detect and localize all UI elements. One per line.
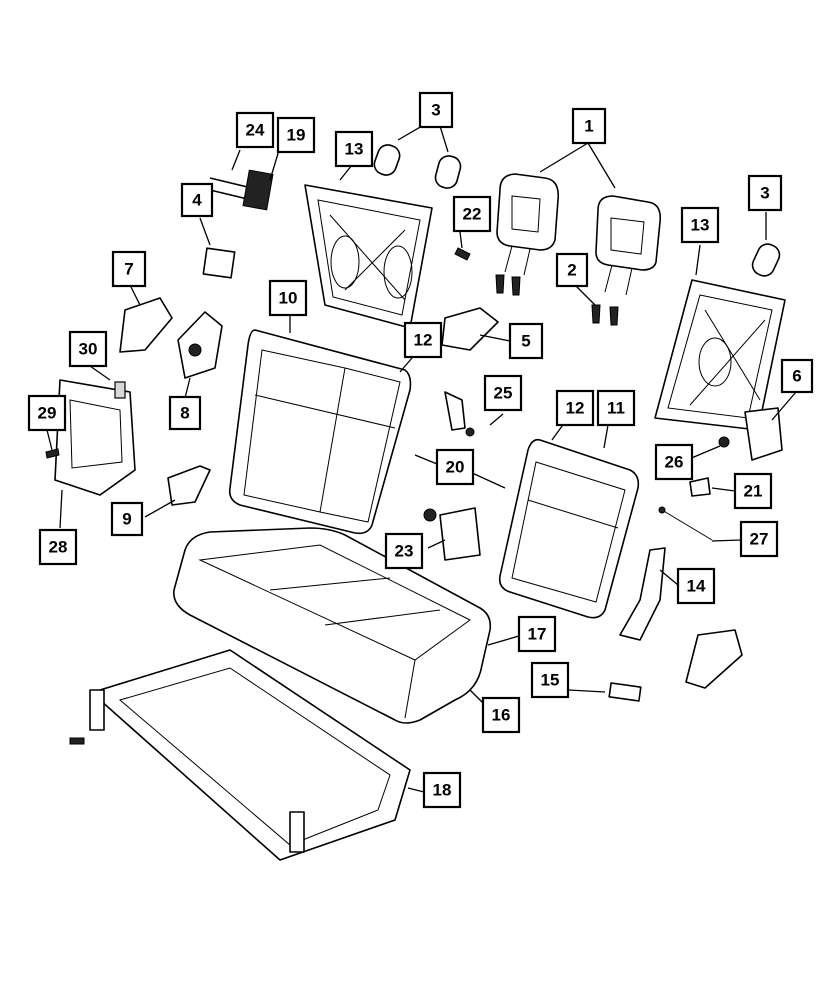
cable-27 — [658, 506, 713, 541]
svg-text:27: 27 — [750, 530, 769, 549]
callout-17: 17 — [517, 615, 557, 653]
svg-text:30: 30 — [79, 340, 98, 359]
svg-text:12: 12 — [414, 331, 433, 350]
callout-5: 5 — [508, 322, 544, 360]
screw-22 — [454, 247, 471, 261]
bracket-4 — [202, 247, 236, 279]
headrest-guides — [495, 274, 619, 326]
callout-3-top: 3 — [418, 91, 454, 129]
callout-9: 9 — [110, 501, 144, 537]
svg-text:20: 20 — [446, 458, 465, 477]
bolts-19-24 — [209, 169, 274, 211]
seatback-left-cushion — [228, 329, 412, 535]
callout-22: 22 — [452, 195, 492, 233]
svg-text:7: 7 — [124, 260, 133, 279]
headrest-bezels — [373, 144, 781, 277]
seatback-panel-right — [654, 279, 786, 431]
strap-21 — [689, 477, 711, 497]
seat-cushion — [173, 527, 492, 724]
seat-frame — [69, 649, 411, 861]
callout-13-left: 13 — [334, 130, 374, 168]
bracket-9 — [167, 465, 211, 506]
svg-text:13: 13 — [691, 216, 710, 235]
svg-text:22: 22 — [463, 205, 482, 224]
svg-text:4: 4 — [192, 191, 202, 210]
callout-10: 10 — [268, 279, 308, 317]
svg-text:1: 1 — [584, 117, 593, 136]
nut-26 — [718, 436, 730, 448]
bracket-25 — [444, 391, 475, 437]
svg-text:2: 2 — [567, 261, 576, 280]
callout-6: 6 — [780, 358, 814, 394]
callout-2: 2 — [555, 252, 589, 288]
svg-text:9: 9 — [122, 510, 131, 529]
callout-21: 21 — [733, 472, 773, 510]
svg-text:19: 19 — [287, 126, 306, 145]
callout-1: 1 — [571, 107, 607, 145]
callout-20: 20 — [435, 448, 475, 486]
latch-7 — [119, 297, 173, 353]
svg-text:21: 21 — [744, 482, 763, 501]
svg-text:6: 6 — [792, 367, 801, 386]
bracket-5 — [441, 307, 499, 351]
callout-28: 28 — [38, 528, 78, 566]
svg-text:17: 17 — [528, 625, 547, 644]
callout-26: 26 — [654, 443, 694, 481]
latch-8 — [177, 311, 223, 379]
callout-24: 24 — [235, 111, 275, 149]
svg-text:25: 25 — [494, 384, 513, 403]
headrest-left — [496, 173, 560, 276]
body-panel-28-30 — [45, 379, 136, 496]
headrest-right — [595, 195, 662, 296]
callout-16: 16 — [481, 696, 521, 734]
callout-25: 25 — [483, 374, 523, 412]
recliner-23 — [423, 507, 481, 561]
callout-23: 23 — [384, 532, 424, 570]
callout-15: 15 — [530, 661, 570, 699]
svg-text:18: 18 — [433, 781, 452, 800]
callout-13-right: 13 — [680, 206, 720, 244]
callout-30: 30 — [68, 330, 108, 368]
svg-text:8: 8 — [180, 404, 189, 423]
callout-18: 18 — [422, 771, 462, 809]
clip-15 — [608, 682, 642, 702]
latch-14 — [619, 547, 666, 641]
svg-text:24: 24 — [246, 121, 265, 140]
callout-8: 8 — [168, 395, 202, 431]
seatback-panel-left — [304, 184, 433, 329]
callout-7: 7 — [111, 250, 147, 288]
callout-11: 11 — [596, 389, 636, 427]
svg-text:14: 14 — [687, 577, 706, 596]
callout-12-right: 12 — [555, 389, 595, 427]
seatback-right-cushion — [498, 438, 640, 619]
svg-text:10: 10 — [279, 289, 298, 308]
svg-text:5: 5 — [521, 332, 530, 351]
svg-text:26: 26 — [665, 453, 684, 472]
callout-12-left: 12 — [403, 321, 443, 359]
svg-text:13: 13 — [345, 140, 364, 159]
cover-right — [685, 629, 743, 689]
callout-3-right: 3 — [747, 174, 783, 212]
callout-27: 27 — [739, 520, 779, 558]
svg-text:12: 12 — [566, 399, 585, 418]
callout-19: 19 — [276, 116, 316, 154]
hinge-6 — [744, 407, 783, 461]
svg-text:23: 23 — [395, 542, 414, 561]
svg-text:11: 11 — [607, 399, 625, 418]
callout-14: 14 — [676, 567, 716, 605]
callout-29: 29 — [27, 394, 67, 432]
svg-text:15: 15 — [541, 671, 560, 690]
svg-text:29: 29 — [38, 404, 57, 423]
svg-text:16: 16 — [492, 706, 511, 725]
callout-4: 4 — [180, 182, 214, 218]
svg-text:3: 3 — [760, 184, 769, 203]
svg-text:3: 3 — [431, 101, 440, 120]
svg-text:28: 28 — [49, 538, 68, 557]
